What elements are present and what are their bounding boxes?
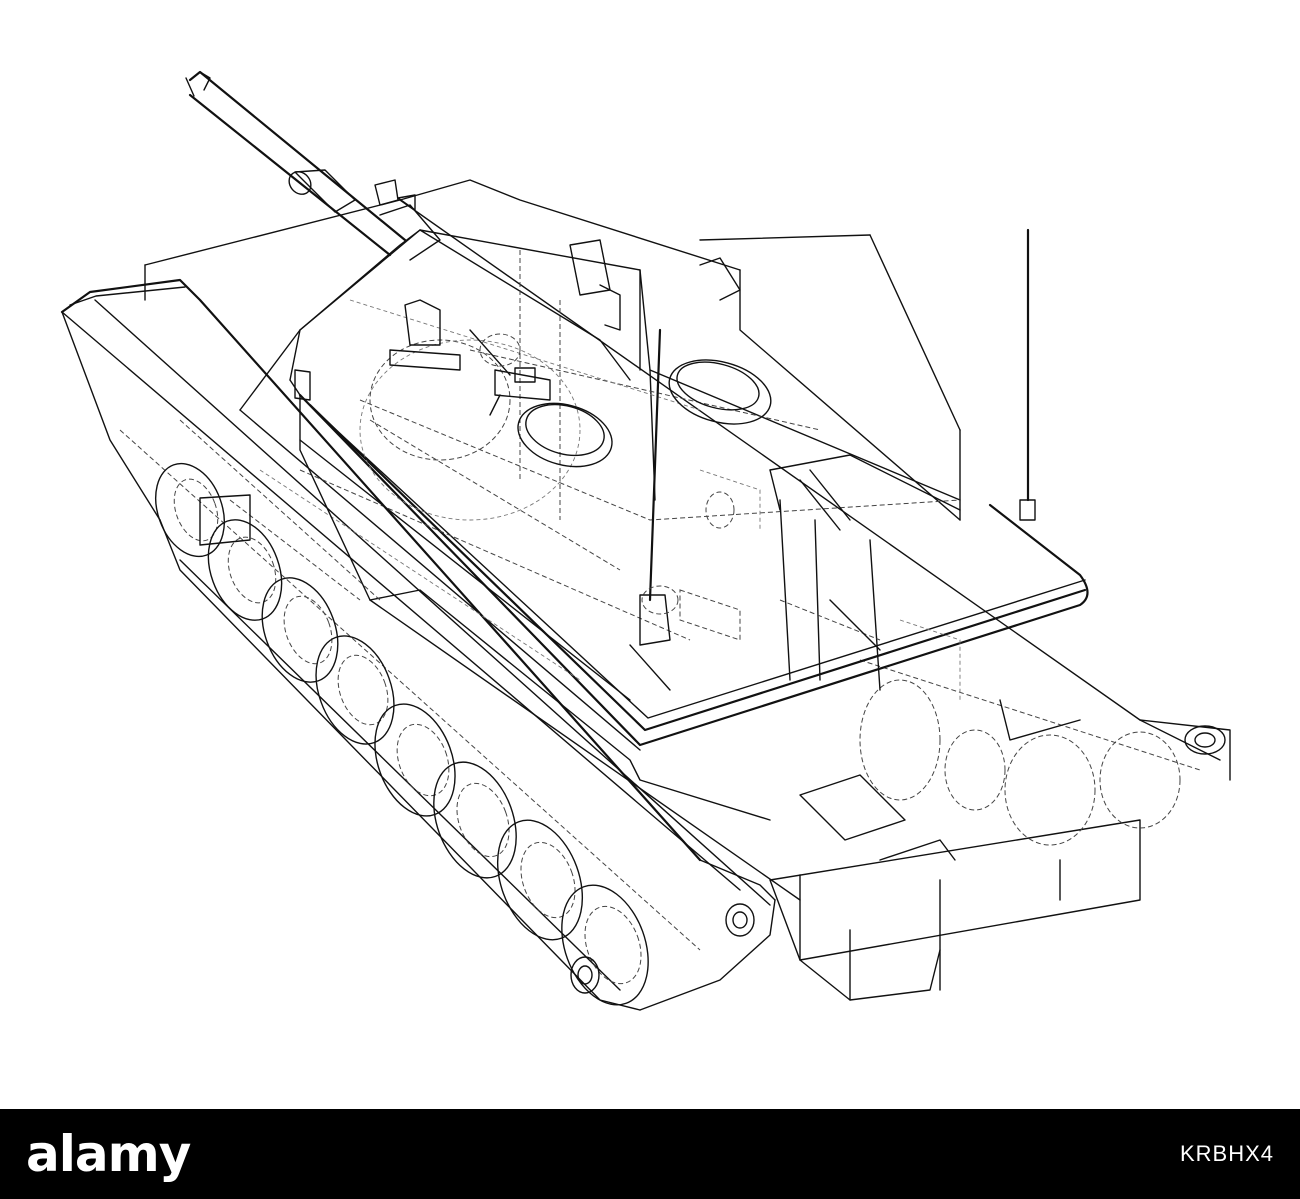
alamy-logo: alamy: [26, 1125, 191, 1183]
hull-details: [479, 333, 1081, 861]
wireframe-illustration: [60, 70, 1231, 1011]
road-wheels: [155, 462, 755, 1006]
turret-fittings: [294, 179, 741, 401]
hull: [144, 179, 1231, 1001]
turret-left-side: [179, 394, 631, 701]
left-track-assembly: [60, 278, 776, 1011]
image-id-label: KRBHX4: [1179, 1141, 1274, 1166]
main-gun: [185, 70, 441, 261]
watermark-bar: alamy KRBHX4: [0, 1109, 1300, 1199]
antennas: [629, 228, 1036, 691]
tank-wireframe-drawing: [60, 70, 1231, 1011]
turret-bustle: [769, 454, 961, 691]
commander-cupola: [389, 299, 551, 416]
hatches: [517, 359, 772, 468]
